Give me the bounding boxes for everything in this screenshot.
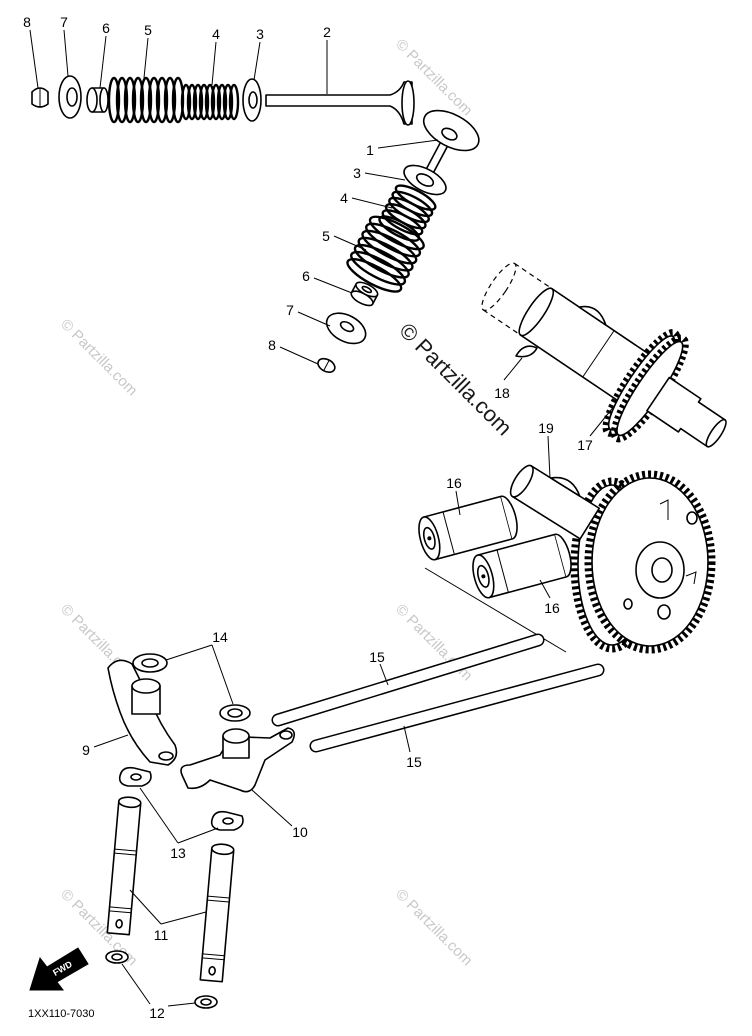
callout-label-6: 6 [302,268,310,284]
inner-spring-top [180,83,240,121]
callout-label-16: 16 [446,475,462,491]
camshaft [481,262,727,448]
valve-retainer-diagonal [325,312,367,345]
callout-label-11: 11 [154,927,169,943]
callout-label-16: 16 [544,600,560,616]
callout-label-15: 15 [406,754,422,770]
plate-washer [210,810,244,831]
callout-label-5: 5 [322,228,330,244]
callout-label-8: 8 [23,14,31,30]
callout-label-4: 4 [212,26,220,42]
forward-arrow-icon: FWD [29,947,89,991]
callout-labels: 8 7 6 5 4 3 2 1 3 4 5 6 7 8 18 19 17 16 … [23,14,593,1021]
callout-label-6: 6 [102,20,110,36]
valve-stem-seal-top [86,87,109,113]
callout-label-10: 10 [292,824,308,840]
callout-label-15: 15 [369,649,385,665]
callout-label-18: 18 [494,385,510,401]
intake-valve-assembly [317,109,480,373]
rocker-arm-left [107,659,178,766]
washer [219,704,251,722]
spring-seat-top [242,78,262,122]
exhaust-valve [265,80,415,126]
cam-gear [570,470,716,654]
callout-label-13: 13 [170,845,186,861]
spring-seat-diagonal [403,164,447,196]
push-rod [309,663,605,753]
callout-label-5: 5 [144,22,152,38]
valve-retainer-top [58,75,82,119]
callout-label-3: 3 [353,165,361,181]
washer [132,653,168,673]
valve-stem-seal-diagonal [350,281,379,307]
callout-label-14: 14 [212,629,228,645]
valve-cotter-diagonal [317,357,336,373]
callout-label-7: 7 [286,302,294,318]
callout-label-19: 19 [538,420,554,436]
callout-label-1: 1 [366,142,374,158]
drawing-code: 1XX110-7030 [28,1008,94,1020]
callout-label-4: 4 [340,190,348,206]
valve-lifter [472,533,572,599]
callout-label-2: 2 [323,24,331,40]
outer-spring-top [107,76,185,124]
cam-lobe [509,464,601,540]
rocker-arm-right [180,727,296,793]
callout-label-9: 9 [82,742,90,758]
plate-washer [118,766,152,787]
rocker-shaft [106,796,142,936]
push-rod [271,633,545,727]
callout-label-12: 12 [149,1005,165,1021]
shaft-washer [105,950,129,964]
woodruff-key [515,345,538,358]
rocker-shaft [199,843,235,983]
inner-spring-diagonal [378,184,437,242]
outer-spring-diagonal [346,215,425,293]
callout-label-3: 3 [256,26,264,42]
valve-cotter-top [31,87,49,108]
callout-label-7: 7 [60,14,68,30]
valve-lifter [418,495,518,561]
callout-label-17: 17 [577,437,593,453]
callout-label-8: 8 [268,337,276,353]
shaft-washer [194,995,218,1009]
leader-lines [29,29,616,1007]
